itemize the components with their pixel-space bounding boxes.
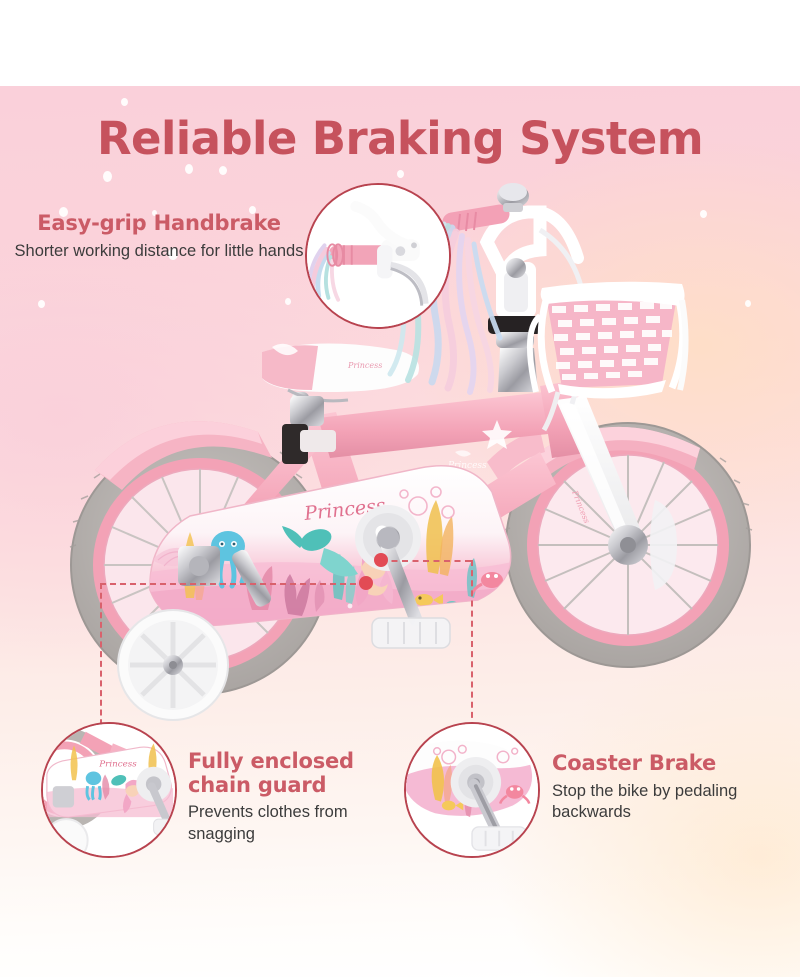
- svg-text:Princess: Princess: [98, 760, 137, 770]
- connector-chainguard-horizontal: [100, 583, 366, 585]
- callout-handbrake: Easy-grip Handbrake Shorter working dist…: [14, 211, 304, 262]
- decor-dot: [168, 248, 178, 260]
- handbrake-detail-photo: [305, 183, 451, 329]
- coaster-brake-detail-photo: [404, 722, 540, 858]
- decor-dot: [285, 298, 291, 305]
- callout-handbrake-heading: Easy-grip Handbrake: [37, 211, 281, 235]
- decor-dot: [38, 300, 45, 308]
- decor-dot: [185, 164, 193, 174]
- top-white-band: [0, 0, 800, 86]
- callout-handbrake-body: Shorter working distance for little hand…: [14, 241, 304, 260]
- decor-dot: [397, 170, 404, 178]
- connector-coaster-vertical: [471, 560, 473, 728]
- callout-coaster-heading: Coaster Brake: [552, 751, 717, 775]
- page-title: Reliable Braking System: [97, 112, 704, 165]
- marker-dot-chainguard: [359, 576, 373, 590]
- callout-coaster: Coaster Brake Stop the bike by pedaling …: [552, 751, 792, 824]
- decor-dot: [103, 171, 112, 182]
- decor-dot: [745, 300, 751, 307]
- decor-dot: [249, 206, 256, 214]
- decor-dot: [219, 166, 227, 175]
- callout-chainguard-body: Prevents clothes from snagging: [188, 803, 348, 843]
- decor-dot: [700, 210, 707, 218]
- decor-dot: [59, 207, 68, 217]
- decor-dot: [121, 98, 128, 106]
- connector-chainguard-vertical: [100, 583, 102, 735]
- connector-coaster-horizontal: [381, 560, 471, 562]
- chain-guard-detail-photo: Princess: [41, 722, 177, 858]
- decor-dot: [152, 210, 157, 216]
- marker-dot-coaster: [374, 553, 388, 567]
- callout-chainguard: Fully enclosed chain guard Prevents clot…: [188, 749, 418, 846]
- callout-chainguard-heading: Fully enclosed chain guard: [188, 749, 354, 797]
- callout-coaster-body: Stop the bike by pedaling backwards: [552, 781, 738, 822]
